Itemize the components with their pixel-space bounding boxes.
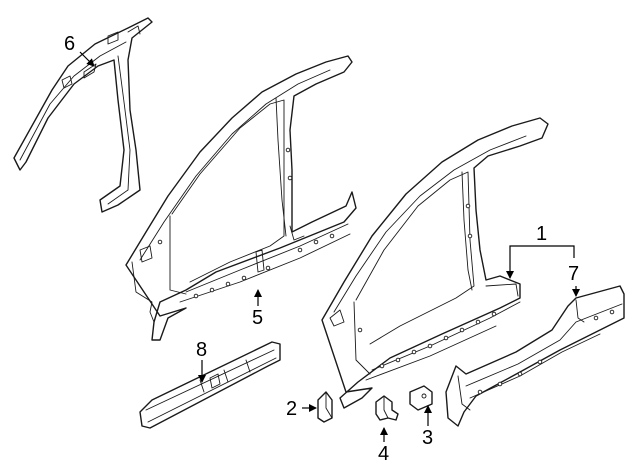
- part-1-outer-body-side[interactable]: [321, 117, 549, 409]
- callout-1: 1: [536, 223, 547, 245]
- part-7-rocker-reinforcement[interactable]: [445, 285, 625, 427]
- part-5-inner-body-side[interactable]: [125, 55, 357, 341]
- part-3-gusset[interactable]: [409, 385, 433, 411]
- callout-6: 6: [64, 33, 75, 55]
- part-6-pillar-reinforcement[interactable]: [13, 17, 153, 213]
- callout-5: 5: [252, 307, 263, 329]
- callout-7: 7: [568, 263, 579, 285]
- part-2-bracket[interactable]: [317, 391, 333, 423]
- callout-3: 3: [422, 427, 433, 449]
- leader-lines: [79, 51, 580, 442]
- part-8-rocker-panel[interactable]: [139, 341, 281, 429]
- callout-4: 4: [378, 443, 389, 465]
- callout-8: 8: [196, 339, 207, 361]
- callout-2: 2: [286, 398, 297, 420]
- part-4-bracket[interactable]: [375, 395, 399, 421]
